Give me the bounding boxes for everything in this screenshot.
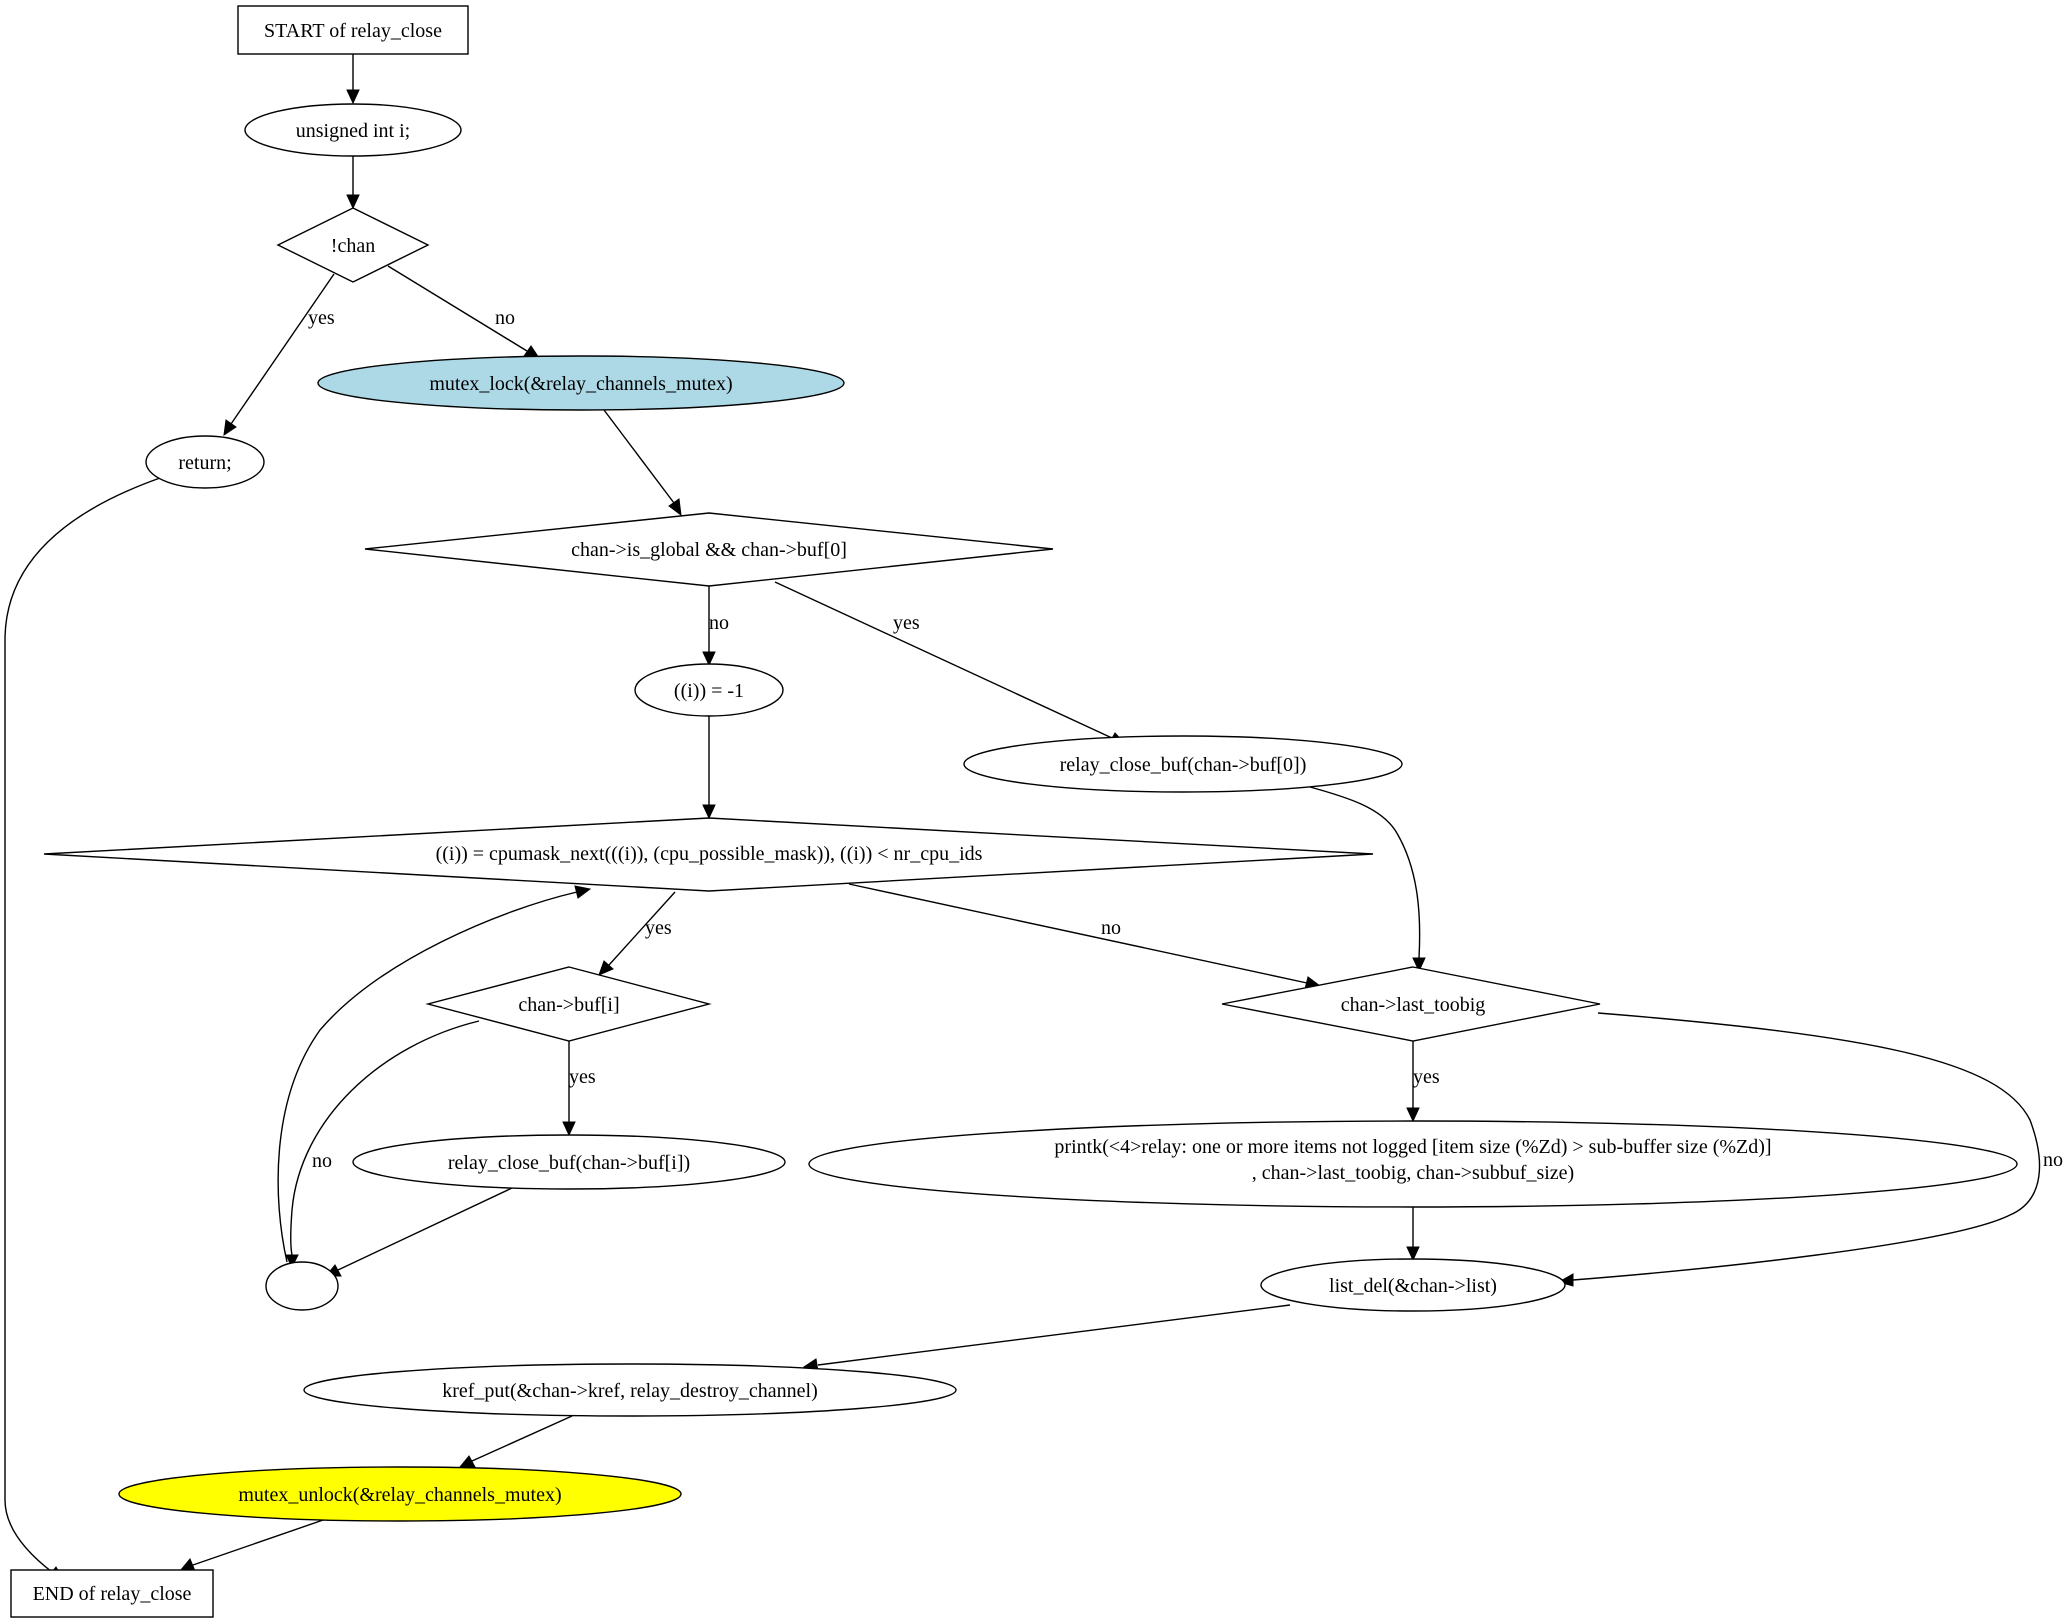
edge-closebuf0-toobig — [1309, 786, 1421, 959]
node-buf-i: chan->buf[i] — [425, 966, 712, 1042]
node-init-i-label: ((i)) = -1 — [674, 680, 744, 702]
node-printk-label-line1: printk(<4>relay: one or more items not l… — [1054, 1136, 1771, 1158]
edge-label-bufi-yes: yes — [569, 1066, 596, 1088]
node-mutex-unlock: mutex_unlock(&relay_channels_mutex) — [118, 1466, 682, 1522]
edge-closebufi-join — [337, 1187, 513, 1271]
edge-label-isglobal-yes: yes — [893, 612, 920, 634]
edge-label-toobig-no: no — [2043, 1149, 2063, 1171]
node-start: START of relay_close — [237, 5, 469, 55]
node-start-label: START of relay_close — [264, 20, 442, 42]
node-list-del-label: list_del(&chan->list) — [1329, 1275, 1497, 1297]
edge-label-toobig-yes: yes — [1413, 1066, 1440, 1088]
edge-loop-toobig — [848, 883, 1308, 984]
nodes: START of relay_close unsigned int i; !ch… — [10, 5, 2018, 1618]
edge-krefput-mutexunlock — [471, 1415, 573, 1462]
node-return-label: return; — [178, 452, 231, 474]
edge-label-bufi-no: no — [312, 1150, 332, 1172]
node-join — [265, 1261, 339, 1311]
edge-isglobal-closebuf0 — [774, 581, 1113, 739]
node-kref-put-label: kref_put(&chan->kref, relay_destroy_chan… — [442, 1380, 818, 1402]
node-end: END of relay_close — [10, 1569, 214, 1618]
edge-label-isglobal-no: no — [709, 612, 729, 634]
edge-toobig-listdel — [1572, 1012, 2041, 1281]
node-decl-label: unsigned int i; — [296, 120, 410, 142]
node-is-global-label: chan->is_global && chan->buf[0] — [571, 539, 847, 561]
node-close-buf-i-label: relay_close_buf(chan->buf[i]) — [448, 1152, 690, 1174]
node-loop-cond-label: ((i)) = cpumask_next(((i)), (cpu_possibl… — [436, 843, 983, 865]
node-close-buf-i: relay_close_buf(chan->buf[i]) — [352, 1134, 786, 1190]
node-init-i: ((i)) = -1 — [634, 663, 784, 717]
edge-mutexunlock-end — [192, 1518, 327, 1566]
node-not-chan: !chan — [276, 207, 430, 283]
node-printk-label-line2: , chan->last_toobig, chan->subbuf_size) — [1252, 1162, 1574, 1184]
node-close-buf0: relay_close_buf(chan->buf[0]) — [963, 735, 1403, 793]
node-return: return; — [145, 435, 265, 489]
node-list-del: list_del(&chan->list) — [1260, 1258, 1566, 1312]
node-end-label: END of relay_close — [33, 1583, 192, 1605]
node-decl: unsigned int i; — [244, 103, 462, 157]
edge-label-notchan-yes: yes — [308, 307, 335, 329]
node-not-chan-label: !chan — [331, 235, 375, 257]
node-mutex-lock-label: mutex_lock(&relay_channels_mutex) — [429, 373, 732, 395]
edges — [4, 54, 2041, 1582]
edge-notchan-return — [230, 273, 335, 425]
edge-notchan-mutexlock — [387, 265, 528, 352]
edge-listdel-krefput — [817, 1304, 1291, 1366]
edge-label-notchan-no: no — [495, 307, 515, 329]
edge-return-end — [4, 477, 161, 1573]
node-buf-i-label: chan->buf[i] — [518, 994, 619, 1016]
node-kref-put: kref_put(&chan->kref, relay_destroy_chan… — [303, 1363, 957, 1417]
node-is-global: chan->is_global && chan->buf[0] — [364, 512, 1054, 587]
edge-labels: yes no no yes yes no yes no yes no — [308, 307, 2063, 1172]
node-mutex-lock: mutex_lock(&relay_channels_mutex) — [317, 355, 845, 411]
edge-label-loop-yes: yes — [645, 917, 672, 939]
edge-bufi-join — [290, 1020, 480, 1256]
node-loop-cond: ((i)) = cpumask_next(((i)), (cpu_possibl… — [43, 817, 1374, 892]
node-last-toobig: chan->last_toobig — [1221, 966, 1601, 1042]
node-last-toobig-label: chan->last_toobig — [1341, 994, 1486, 1016]
node-close-buf0-label: relay_close_buf(chan->buf[0]) — [1060, 754, 1307, 776]
edge-loop-bufi — [608, 891, 676, 966]
edge-mutexlock-isglobal — [603, 409, 675, 504]
node-printk: printk(<4>relay: one or more items not l… — [808, 1120, 2018, 1208]
edge-join-loop — [277, 891, 578, 1263]
edge-label-loop-no: no — [1101, 917, 1121, 939]
node-mutex-unlock-label: mutex_unlock(&relay_channels_mutex) — [238, 1484, 561, 1506]
